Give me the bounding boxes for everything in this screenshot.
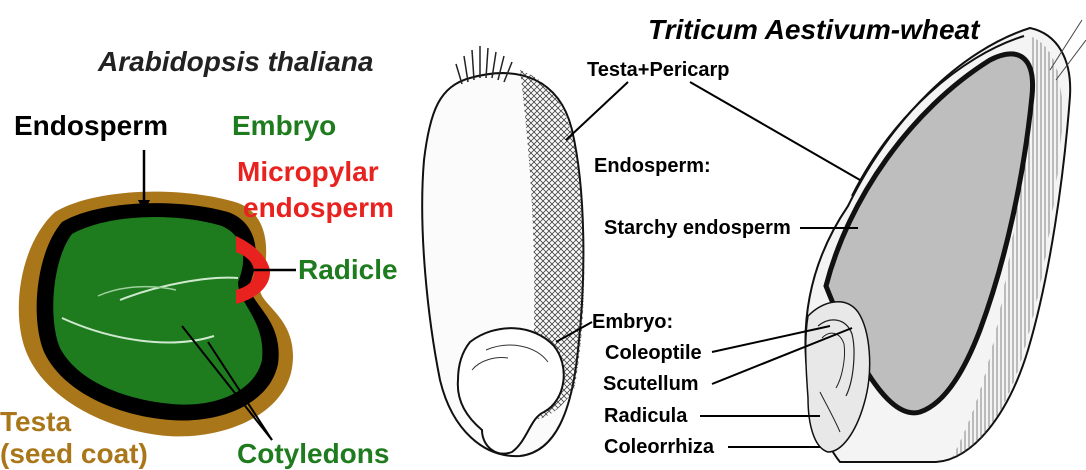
coleoptile-label: Coleoptile xyxy=(605,343,702,363)
arabidopsis-title: Arabidopsis thaliana xyxy=(98,48,373,76)
scutellum-label: Scutellum xyxy=(603,374,699,394)
embryo-label: Embryo xyxy=(232,112,336,140)
wheat-grain-external xyxy=(422,46,628,456)
testa-pericarp-pointer-right xyxy=(690,82,860,180)
coleorrhiza-label: Coleorrhiza xyxy=(604,437,714,457)
testa-label-line2: (seed coat) xyxy=(0,440,148,468)
cotyledons-label: Cotyledons xyxy=(237,440,389,468)
wheat-title: Triticum Aestivum-wheat xyxy=(648,16,979,44)
endosperm-heading-label: Endosperm: xyxy=(594,156,711,176)
testa-pericarp-label: Testa+Pericarp xyxy=(587,60,730,80)
radicle-label: Radicle xyxy=(298,256,398,284)
radicula-label: Radicula xyxy=(604,406,687,426)
testa-pericarp-pointer-left xyxy=(566,82,628,140)
starchy-endosperm-label: Starchy endosperm xyxy=(604,218,791,238)
micropylar-label-line1: Micropylar xyxy=(237,158,379,186)
testa-label-line1: Testa xyxy=(0,408,71,436)
embryo-heading-label: Embryo: xyxy=(592,312,673,332)
wheat-grain-section xyxy=(690,20,1086,462)
micropylar-label-line2: endosperm xyxy=(243,194,394,222)
endosperm-label: Endosperm xyxy=(14,112,168,140)
